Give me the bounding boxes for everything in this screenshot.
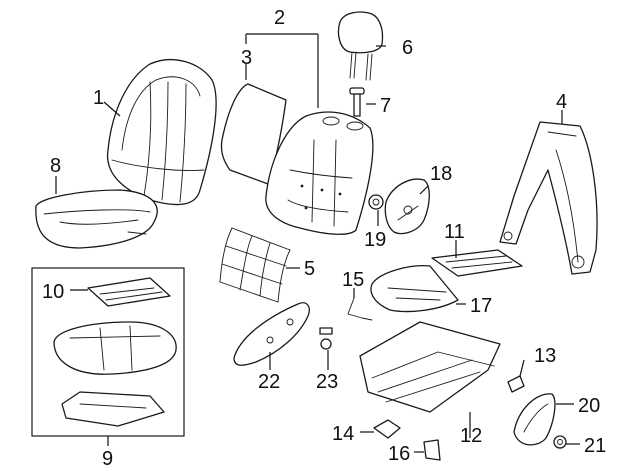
callout-2: 2	[274, 7, 285, 29]
callout-20: 20	[578, 395, 600, 417]
callout-12: 12	[460, 425, 482, 447]
side-shield-drawing	[233, 302, 310, 366]
callout-15: 15	[342, 269, 364, 291]
callout-14: 14	[332, 423, 354, 445]
small-bracket-drawing	[347, 297, 373, 321]
recliner-knob-drawing	[368, 194, 384, 210]
callout-18: 18	[430, 163, 452, 185]
lumbar-support-drawing	[219, 227, 291, 303]
callout-11: 11	[444, 221, 465, 243]
bolt-21-drawing	[553, 435, 567, 449]
cushion-pad-drawing	[53, 321, 177, 427]
trim-cover-drawing	[513, 393, 556, 446]
seat-back-pad-drawing	[220, 83, 374, 235]
callout-23: 23	[316, 371, 338, 393]
callout-17: 17	[470, 295, 492, 317]
headrest-drawing	[337, 11, 384, 81]
callout-6: 6	[402, 37, 413, 59]
clip-drawing	[319, 327, 333, 350]
callout-3: 3	[241, 47, 252, 69]
headrest-guide-drawing	[349, 87, 365, 117]
seat-pan-drawing	[370, 265, 459, 313]
callout-10: 10	[42, 281, 64, 303]
bolt-13-drawing	[507, 375, 525, 393]
bracket-assembly-drawing	[431, 249, 523, 277]
cushion-heater-drawing	[87, 277, 171, 307]
seat-cushion-cover-drawing	[35, 189, 158, 249]
seat-back-cover-drawing	[107, 59, 217, 206]
side-cover-drawing	[384, 178, 430, 235]
bracket-16-drawing	[423, 439, 441, 461]
callout-9: 9	[102, 448, 113, 470]
callout-13: 13	[534, 345, 556, 367]
callout-19: 19	[364, 229, 386, 251]
bracket-14-drawing	[373, 419, 401, 439]
callout-16: 16	[388, 443, 410, 465]
callout-5: 5	[304, 258, 315, 280]
seat-track-drawing	[359, 321, 501, 413]
callout-7: 7	[380, 95, 391, 117]
callout-4: 4	[556, 91, 567, 113]
callout-22: 22	[258, 371, 280, 393]
callout-21: 21	[584, 435, 606, 457]
callout-8: 8	[50, 155, 61, 177]
callout-1: 1	[93, 87, 104, 109]
seat-back-frame-drawing	[499, 121, 598, 275]
leader-lines	[55, 33, 580, 453]
